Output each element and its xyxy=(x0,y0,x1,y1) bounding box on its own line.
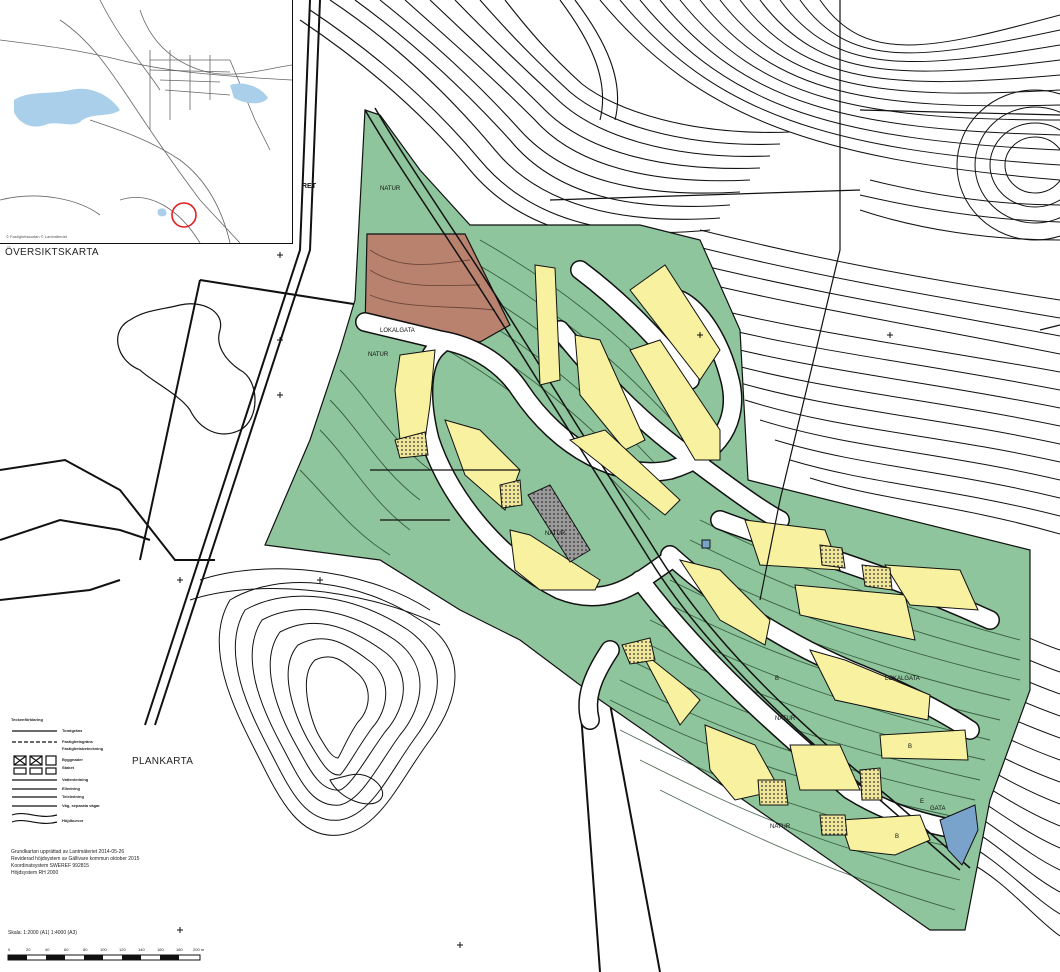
contour-lines-east xyxy=(599,0,1060,937)
scale-bar xyxy=(7,954,201,961)
scale-tick: 200 m xyxy=(193,947,205,952)
overview-map xyxy=(0,0,292,243)
scale-tick: 80 xyxy=(83,947,88,952)
legend-item: Teleledning xyxy=(62,794,84,799)
legend-item: Höjdkurvor xyxy=(62,818,84,823)
legend-item: Tomtgräns xyxy=(62,728,83,733)
overview-lake xyxy=(14,88,120,127)
label-natur-3: NATUR xyxy=(775,716,796,722)
note-line: Reviderad höjdsystem av Gällivare kommun… xyxy=(11,856,140,862)
scale-tick: 120 xyxy=(119,947,126,952)
label-b-2: B xyxy=(908,744,912,750)
scale-tick: 180 xyxy=(176,947,183,952)
scale-tick: 160 xyxy=(157,947,164,952)
plan-title: PLANKARTA xyxy=(132,756,194,767)
note-line: Grundkartan upprättad av Lantmäteriet 20… xyxy=(11,849,125,855)
scale-tick: 100 xyxy=(100,947,107,952)
legend-item: Fastighetsbeteckning xyxy=(62,746,104,751)
note-line: Höjdsystem RH 2000 xyxy=(11,870,59,876)
note-line: Koordinatsystem SWEREF 992815 xyxy=(11,863,90,869)
lake-outline xyxy=(117,303,256,435)
label-b-1: B xyxy=(775,676,779,682)
legend-item: Väg, separata vägar xyxy=(62,803,100,808)
overview-title: ÖVERSIKTSKARTA xyxy=(5,247,99,258)
label-e: E xyxy=(920,799,924,805)
label-lokalgata-1: LOKALGATA xyxy=(380,328,415,334)
legend-item: Byggnader xyxy=(62,757,83,762)
scale-tick: 20 xyxy=(26,947,31,952)
inset-copyright: © Fastighetskartan © Lantmäteriet xyxy=(6,234,68,239)
blue-marker xyxy=(701,539,711,549)
legend-symbols xyxy=(11,730,58,825)
railway-and-roads-west xyxy=(0,0,661,972)
label-natur-4: NATUR xyxy=(770,824,791,830)
grey-zone xyxy=(527,484,591,563)
label-ret: RET xyxy=(302,183,317,190)
label-natur-5: NATUR xyxy=(380,186,401,192)
property-boundaries xyxy=(370,0,1060,601)
legend-item: Fastighetsgräns xyxy=(62,739,93,744)
overview-inset: © Fastighetskartan © Lantmäteriet xyxy=(0,0,293,244)
scale-tick: 0 xyxy=(8,947,11,952)
scale-tick: 60 xyxy=(64,947,69,952)
blue-zone xyxy=(939,804,979,866)
gravel-pit-contours xyxy=(189,568,456,836)
stippled-plots xyxy=(394,431,893,836)
survey-marks xyxy=(177,252,893,948)
label-b-3: B xyxy=(895,834,899,840)
label-natur-1: NATUR xyxy=(368,352,389,358)
scale-text: Skala: 1:2000 (A1) 1:4000 (A3) xyxy=(8,930,77,936)
label-natur-2: NATUR xyxy=(545,531,566,537)
overview-location-circle xyxy=(171,202,197,228)
scale-tick: 140 xyxy=(138,947,145,952)
legend-item: Staket xyxy=(62,765,75,770)
legend-item: Vattenledning xyxy=(62,777,89,782)
label-lokalgata-2: LOKALGATA xyxy=(885,676,920,682)
scale-tick: 40 xyxy=(45,947,50,952)
legend-heading: Teckenförklaring xyxy=(11,717,43,722)
label-gata: GATA xyxy=(930,806,945,812)
residential-plots xyxy=(394,264,979,856)
legend-item: Elledning xyxy=(62,786,80,791)
natur-zone xyxy=(264,109,1031,931)
